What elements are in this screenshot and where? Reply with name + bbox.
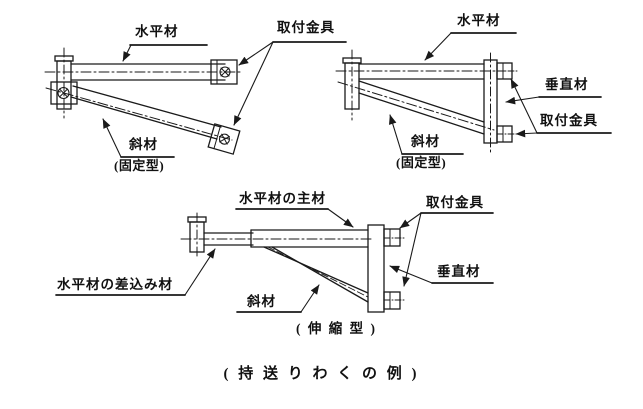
- drawing-telescopic-type: [55, 208, 494, 313]
- scaffold-post: [187, 212, 207, 260]
- vertical-member: [483, 52, 498, 153]
- label-vertical-member: 垂直材: [437, 264, 481, 279]
- horizontal-main-member: [250, 229, 369, 248]
- scaffold-post: [342, 49, 362, 121]
- leader-lines: [55, 208, 494, 313]
- label-horizontal-member: 水平材: [135, 24, 179, 39]
- clamp-top: [496, 62, 520, 80]
- diagonal-member: [45, 85, 233, 141]
- figure-caption: ( 持 送 り わ く の 例 ): [223, 366, 420, 382]
- horizontal-insert-member: [180, 232, 373, 246]
- diagonal-member: [263, 246, 369, 303]
- label-telescopic-type: ( 伸 縮 型 ): [296, 321, 377, 336]
- vertical-member: [367, 224, 385, 313]
- horizontal-member: [335, 63, 506, 80]
- label-horizontal-member: 水平材: [457, 13, 501, 28]
- end-clamp-horizontal: [210, 59, 238, 85]
- drawing-fixed-type-1: [44, 41, 347, 158]
- leader-lines: [102, 41, 347, 158]
- label-fixed-type: (固定型): [114, 158, 165, 173]
- diagonal-member: [337, 80, 495, 135]
- drawing-fixed-type-2: [335, 32, 612, 155]
- label-horizontal-insert-member: 水平材の差込み材: [57, 277, 173, 292]
- horizontal-member: [44, 63, 244, 81]
- label-diagonal-member: 斜材: [411, 134, 440, 149]
- leader-lines: [389, 32, 612, 155]
- label-fixed-type: (固定型): [396, 155, 447, 170]
- label-mounting-bracket: 取付金具: [277, 20, 335, 35]
- scaffold-post: [54, 47, 74, 119]
- end-clamp-diagonal: [207, 123, 241, 155]
- label-mounting-bracket: 取付金具: [540, 113, 598, 128]
- label-horizontal-main-member: 水平材の主材: [239, 191, 326, 206]
- clamp-bottom: [496, 125, 520, 143]
- clamp-top: [383, 228, 407, 247]
- clamp-bottom: [383, 291, 407, 310]
- label-diagonal-member: 斜材: [247, 294, 276, 309]
- label-mounting-bracket: 取付金具: [426, 195, 484, 210]
- label-vertical-member: 垂直材: [545, 77, 589, 92]
- label-diagonal-member: 斜材: [129, 137, 158, 152]
